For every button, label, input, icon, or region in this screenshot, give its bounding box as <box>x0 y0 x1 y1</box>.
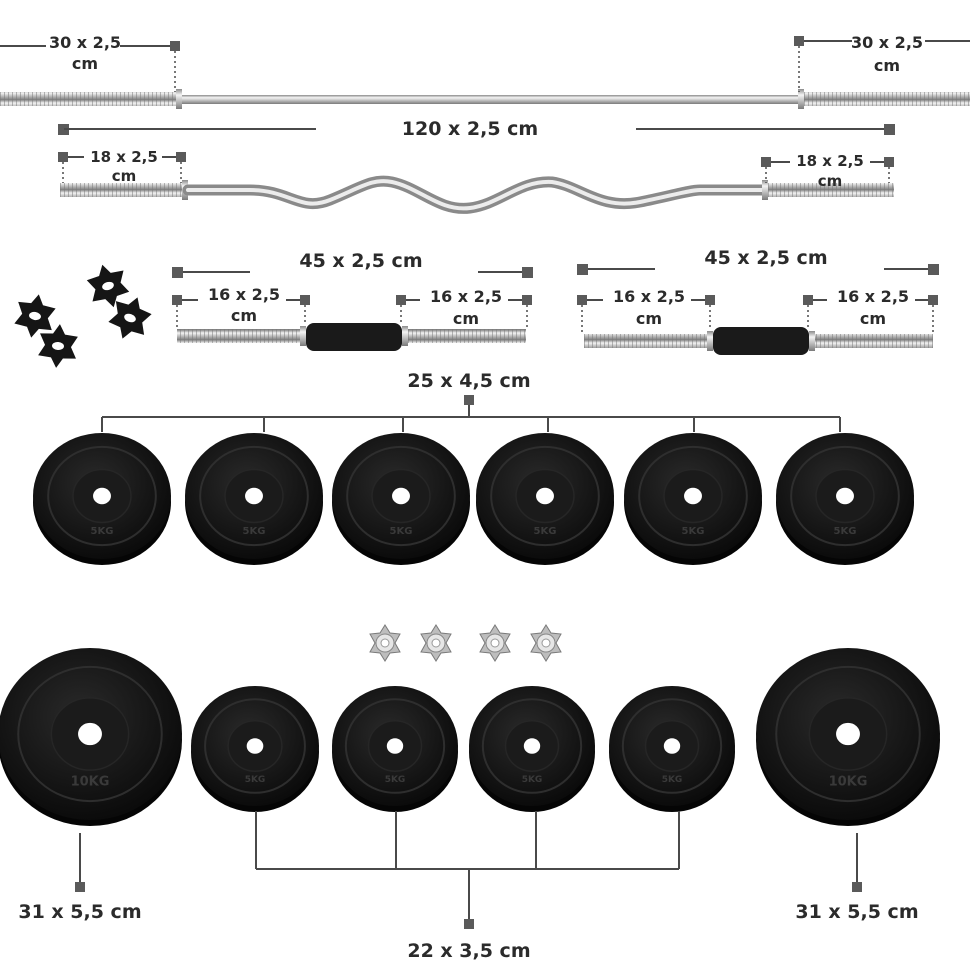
black-collar <box>108 297 152 339</box>
plates-25cm-row: 5KG 5KG 5KG 5KG 5KG 5KG <box>33 433 914 565</box>
chrome-star-collars <box>369 624 562 662</box>
black-collar <box>86 264 130 308</box>
plate-31-right-size-label: 31 x 5,5 cm <box>795 901 918 923</box>
black-collar <box>14 294 56 338</box>
svg-text:cm: cm <box>860 309 886 328</box>
plate-22-size-label: 22 x 3,5 cm <box>407 940 530 962</box>
curl-shaft <box>186 179 764 211</box>
svg-text:cm: cm <box>72 54 98 73</box>
curl-sleeve-right-label: 18 x 2,5 <box>796 152 864 170</box>
dumbbell-left <box>177 323 526 351</box>
plate-weight-label: 5KG <box>390 526 413 537</box>
dumbbell-right <box>584 327 933 355</box>
plate-weight-label: 5KG <box>534 526 557 537</box>
barbell-sleeve-right-label: 30 x 2,5 <box>851 33 923 52</box>
weight-plate: 5KG <box>776 433 914 565</box>
dumbbell-right-dimensions: 45 x 2,5 cm 16 x 2,5 cm 16 x 2,5 cm <box>577 247 939 334</box>
plate-weight-label: 10KG <box>829 775 868 790</box>
plate-weight-label: 5KG <box>522 775 543 785</box>
weight-plate: 5KG <box>332 686 458 812</box>
plate-weight-label: 5KG <box>834 526 857 537</box>
curl-left-sleeve-dimension: 18 x 2,5 cm <box>58 148 186 185</box>
plate-31-right-dimension: 31 x 5,5 cm <box>795 833 919 923</box>
dumbbell-left-length-label: 45 x 2,5 cm <box>299 250 422 272</box>
svg-text:cm: cm <box>636 309 662 328</box>
chrome-collar <box>479 624 511 662</box>
weight-plate: 5KG <box>476 433 614 565</box>
dumbbell-left-dimensions: 45 x 2,5 cm 16 x 2,5 cm 16 x 2,5 cm <box>172 250 533 329</box>
barbell-right-sleeve-dimension: 30 x 2,5 cm <box>794 33 970 92</box>
dumbbell-grip <box>306 323 402 351</box>
curl-sleeve-left-label: 18 x 2,5 <box>90 148 158 166</box>
weight-plate: 5KG <box>185 433 323 565</box>
barbell-left-sleeve-dimension: 30 x 2,5 cm <box>0 33 180 92</box>
curl-right-sleeve-dimension: 18 x 2,5 cm <box>761 152 894 190</box>
chrome-collar <box>369 624 401 662</box>
weight-plate: 5KG <box>609 686 735 812</box>
plate-weight-label: 5KG <box>385 775 406 785</box>
barbell-left-sleeve <box>0 92 178 106</box>
weight-plate: 10KG <box>0 648 182 826</box>
barbell-sleeve-left-label: 30 x 2,5 <box>49 33 121 52</box>
barbell-shaft <box>182 95 798 104</box>
barbell-length-dimension: 120 x 2,5 cm <box>58 118 895 140</box>
plate-weight-label: 5KG <box>91 526 114 537</box>
weight-plate: 5KG <box>33 433 171 565</box>
weight-plate: 5KG <box>469 686 595 812</box>
chrome-collar <box>530 624 562 662</box>
svg-text:16 x 2,5: 16 x 2,5 <box>208 285 280 304</box>
plate-31-left-size-label: 31 x 5,5 cm <box>18 901 141 923</box>
svg-text:16 x 2,5: 16 x 2,5 <box>430 287 502 306</box>
plate-weight-label: 10KG <box>71 775 110 790</box>
plate-weight-label: 5KG <box>682 526 705 537</box>
dumbbell-right-length-label: 45 x 2,5 cm <box>704 247 827 269</box>
plate-weight-label: 5KG <box>243 526 266 537</box>
svg-text:cm: cm <box>818 172 843 190</box>
curl-left-sleeve <box>60 183 184 197</box>
svg-text:cm: cm <box>112 167 137 185</box>
black-star-collars <box>14 264 152 368</box>
curl-bar <box>60 175 894 214</box>
straight-barbell <box>0 89 970 109</box>
barbell-length-label: 120 x 2,5 cm <box>402 118 538 140</box>
weight-plate: 5KG <box>332 433 470 565</box>
plate-25-size-label: 25 x 4,5 cm <box>407 370 530 392</box>
svg-text:cm: cm <box>231 306 257 325</box>
black-collar <box>38 324 78 368</box>
weight-plate: 5KG <box>624 433 762 565</box>
chrome-collar <box>420 624 452 662</box>
weight-plate: 5KG <box>191 686 319 812</box>
plate-weight-label: 5KG <box>245 775 266 785</box>
barbell-right-sleeve <box>804 92 970 106</box>
plate-31-left-dimension: 31 x 5,5 cm <box>18 833 142 923</box>
svg-text:16 x 2,5: 16 x 2,5 <box>837 287 909 306</box>
svg-text:cm: cm <box>874 56 900 75</box>
plates-bottom-row: 10KG 5KG 5KG 5KG 5KG 10KG <box>0 648 940 826</box>
plates-25cm-dimension: 25 x 4,5 cm <box>101 370 841 432</box>
plates-22cm-dimension: 22 x 3,5 cm <box>255 811 680 962</box>
svg-text:cm: cm <box>453 309 479 328</box>
svg-text:16 x 2,5: 16 x 2,5 <box>613 287 685 306</box>
curl-right-sleeve <box>768 183 894 197</box>
plate-weight-label: 5KG <box>662 775 683 785</box>
weight-plate: 10KG <box>756 648 940 826</box>
